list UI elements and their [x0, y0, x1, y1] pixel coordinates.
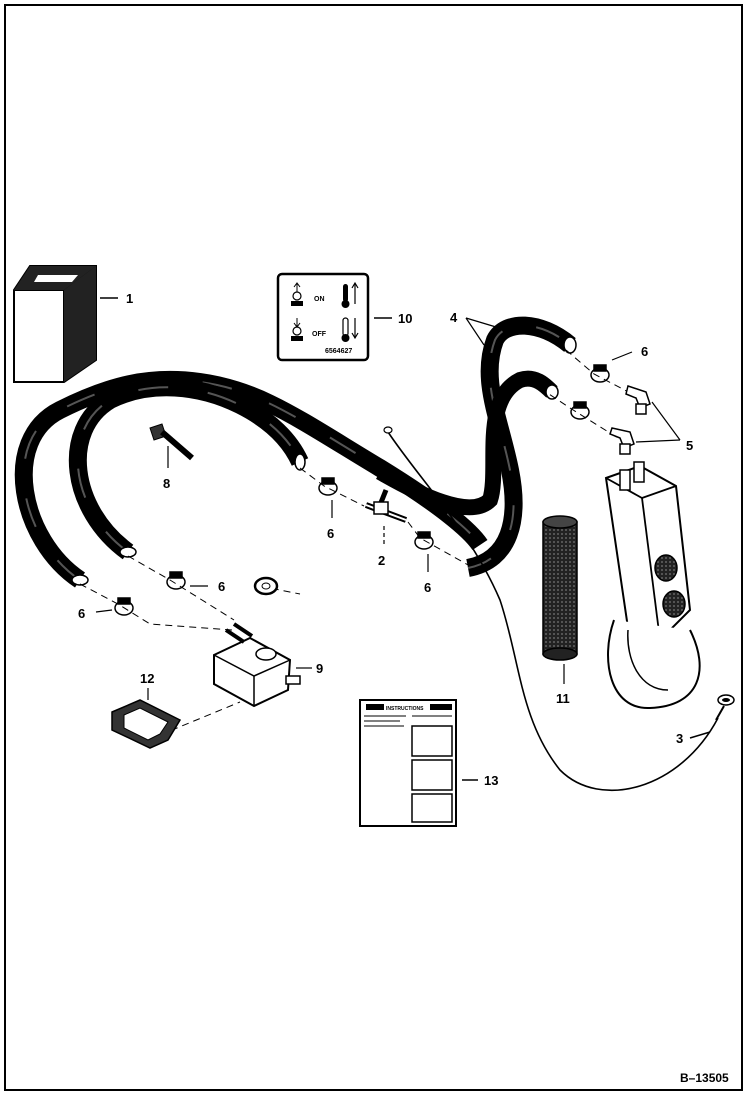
callout-6d: 6 — [78, 606, 85, 621]
callout-13: 13 — [484, 773, 498, 788]
callout-11: 11 — [556, 691, 570, 706]
clamp-e — [590, 364, 610, 383]
callout-10: 10 — [398, 311, 412, 326]
on-off-decal: ON OFF 6564627 — [276, 272, 392, 362]
decal-part-number: 6564627 — [325, 348, 352, 355]
callout-8: 8 — [163, 476, 170, 491]
kit-box — [13, 265, 118, 383]
clamp-f — [570, 401, 590, 420]
thermometer-down-icon — [341, 317, 359, 342]
valve-off-icon — [291, 318, 303, 341]
callout-6c: 6 — [218, 579, 225, 594]
callout-12: 12 — [140, 671, 154, 686]
foam-sleeve — [542, 515, 578, 684]
gasket — [111, 688, 182, 749]
cable-tie — [149, 423, 194, 468]
control-cable — [383, 426, 735, 792]
hose-clamps — [114, 364, 610, 616]
clamp-d — [114, 597, 134, 616]
heater-unit — [604, 461, 701, 710]
heater-hoses — [14, 316, 577, 588]
decal-off-text: OFF — [312, 331, 327, 338]
callout-6b: 6 — [424, 580, 431, 595]
clamp-a — [318, 477, 338, 496]
callout-5: 5 — [686, 438, 693, 453]
tee-fitting — [364, 489, 408, 546]
callout-3: 3 — [676, 731, 683, 746]
shutoff-valve — [213, 622, 312, 708]
instructions-title: INSTRUCTIONS — [386, 706, 424, 712]
figure-reference: B–13505 — [680, 1071, 729, 1085]
valve-on-icon — [291, 282, 303, 306]
callout-4-leaders — [465, 317, 507, 346]
callout-2: 2 — [378, 553, 385, 568]
callout-1: 1 — [126, 291, 133, 306]
decal-on-text: ON — [314, 296, 325, 303]
elbow-fittings — [609, 385, 651, 455]
callout-9: 9 — [316, 661, 323, 676]
callout-6a: 6 — [327, 526, 334, 541]
callout-4: 4 — [450, 310, 458, 325]
clamp-c — [166, 571, 186, 590]
callout-6e: 6 — [641, 344, 648, 359]
thermometer-up-icon — [341, 281, 359, 308]
instructions-sheet: INSTRUCTIONS — [359, 699, 478, 827]
clamp-b — [414, 531, 434, 550]
washer — [253, 576, 279, 596]
callout-5-leaders — [635, 401, 681, 443]
clamp-leaders — [95, 351, 633, 613]
diagram-frame — [4, 4, 743, 1091]
